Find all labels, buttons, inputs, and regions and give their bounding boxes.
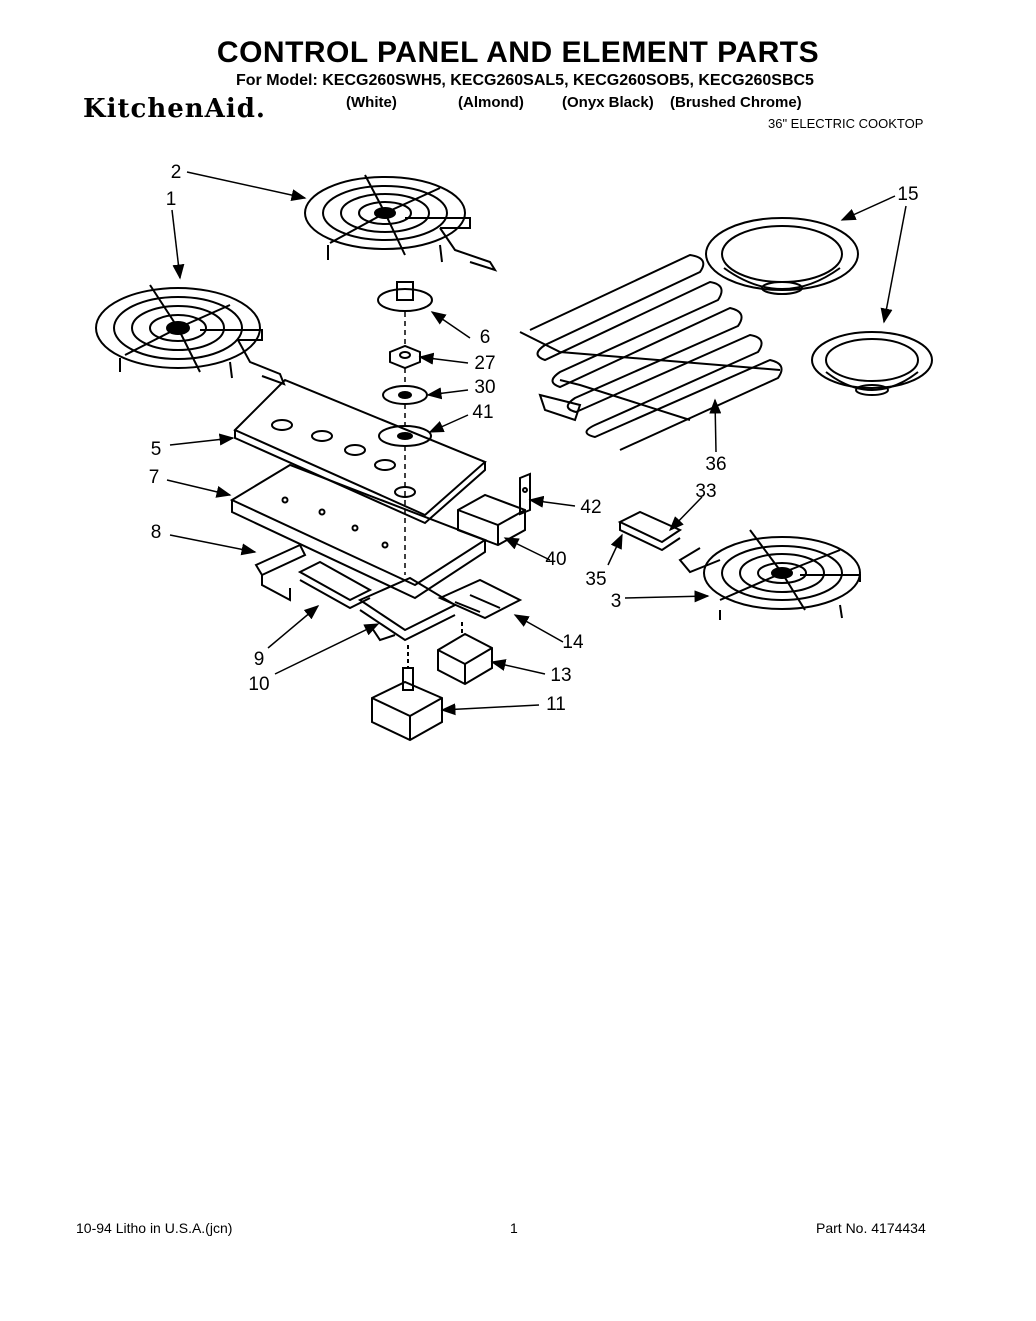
print-info: 10-94 Litho in U.S.A.(jcn) [76,1220,233,1236]
part-number: Part No. 4174434 [816,1220,926,1236]
callout-30: 30 [474,377,495,398]
washer-30 [382,385,428,405]
bracket-9 [297,560,373,610]
page-title: CONTROL PANEL AND ELEMENT PARTS [216,36,820,69]
callout-3: 3 [611,591,622,612]
color-brushed-chrome: (Brushed Chrome) [670,94,802,111]
bracket-8 [254,543,307,602]
callout-40: 40 [545,549,566,570]
callout-6: 6 [480,327,491,348]
callout-1: 1 [166,189,177,210]
callout-10: 10 [248,674,269,695]
terminal-block-40 [457,493,526,547]
infinite-switch-11 [371,645,443,742]
callout-15: 15 [897,184,918,205]
model-list: For Model: KECG260SWH5, KECG260SAL5, KEC… [236,72,814,89]
switch-13 [437,622,493,686]
drip-pan-large [705,217,859,295]
control-panel-5 [233,378,487,525]
bracket-14 [437,578,523,620]
color-almond: (Almond) [458,94,524,111]
drip-pan-small [811,331,933,396]
surface-element-1 [95,284,286,386]
callout-11: 11 [546,694,566,715]
product-type: 36" ELECTRIC COOKTOP [768,116,924,131]
surface-element-3 [678,529,861,620]
callout-33: 33 [695,481,716,502]
callout-14: 14 [562,632,584,653]
nut-27 [389,344,421,370]
callout-35: 35 [585,569,606,590]
callout-2: 2 [171,162,182,183]
grill-element [519,253,783,451]
callout-27: 27 [474,353,495,374]
callout-8: 8 [151,522,162,543]
receptacle-35 [617,510,683,552]
callout-9: 9 [254,649,265,670]
callout-13: 13 [550,665,571,686]
callout-7: 7 [149,467,160,488]
knob-stem-6 [377,281,433,312]
color-onyx-black: (Onyx Black) [562,94,654,111]
callout-42: 42 [580,497,601,518]
surface-element-2 [304,174,498,272]
callout-5: 5 [151,439,162,460]
callout-36: 36 [705,454,726,475]
page-number: 1 [510,1220,518,1236]
callout-41: 41 [472,402,493,423]
clip-42 [519,472,531,516]
bracket-10 [357,576,458,642]
color-white: (White) [346,94,397,111]
brand-logo: KitchenAid. [83,94,266,124]
